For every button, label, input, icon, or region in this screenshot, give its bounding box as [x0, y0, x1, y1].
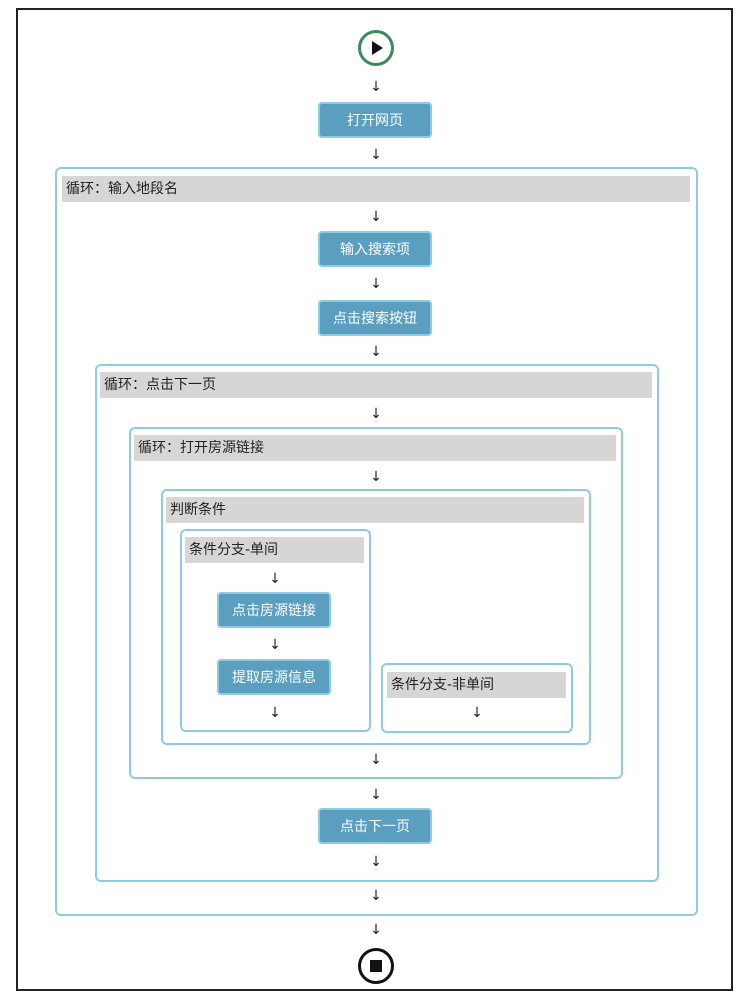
loop-open-listing-link[interactable] [129, 427, 623, 779]
loop-title-click-next-page: 循环：点击下一页 [100, 372, 652, 398]
input-search-step[interactable]: 输入搜索项 [318, 231, 432, 267]
branch-title-non-single-room: 条件分支-非单间 [387, 672, 566, 698]
click-search-button-step[interactable]: 点击搜索按钮 [318, 300, 432, 336]
flow-arrow: ↓ [370, 406, 382, 422]
flow-arrow: ↓ [370, 854, 382, 870]
flow-arrow: ↓ [370, 209, 382, 225]
loop-title-open-listing-link: 循环：打开房源链接 [134, 435, 616, 461]
play-icon [372, 41, 383, 55]
flow-arrow: ↓ [370, 888, 382, 904]
flow-arrow: ↓ [269, 571, 281, 587]
start-node[interactable] [358, 30, 394, 66]
branch-non-single-room[interactable] [381, 663, 573, 733]
flow-arrow: ↓ [370, 147, 382, 163]
loop-click-next-page[interactable] [95, 364, 659, 882]
flow-arrow: ↓ [471, 705, 483, 721]
click-listing-link-step[interactable]: 点击房源链接 [217, 592, 331, 628]
flow-arrow: ↓ [370, 469, 382, 485]
flow-arrow: ↓ [370, 922, 382, 938]
loop-title-input-district: 循环：输入地段名 [62, 176, 690, 202]
condition-block[interactable] [161, 489, 591, 745]
branch-single-room[interactable] [180, 529, 371, 732]
condition-title: 判断条件 [166, 497, 584, 523]
flow-arrow: ↓ [370, 787, 382, 803]
flow-arrow: ↓ [370, 276, 382, 292]
flow-arrow: ↓ [370, 344, 382, 360]
workflow-canvas [16, 8, 733, 991]
flow-arrow: ↓ [269, 705, 281, 721]
end-node[interactable] [358, 948, 394, 984]
extract-listing-info-step[interactable]: 提取房源信息 [217, 659, 331, 695]
click-next-page-step[interactable]: 点击下一页 [318, 808, 432, 844]
open-page-step[interactable]: 打开网页 [318, 102, 432, 138]
flow-arrow: ↓ [370, 79, 382, 95]
flow-arrow: ↓ [370, 752, 382, 768]
flow-arrow: ↓ [269, 637, 281, 653]
branch-title-single-room: 条件分支-单间 [185, 537, 364, 563]
loop-input-district[interactable] [55, 167, 698, 916]
stop-icon [370, 960, 382, 972]
